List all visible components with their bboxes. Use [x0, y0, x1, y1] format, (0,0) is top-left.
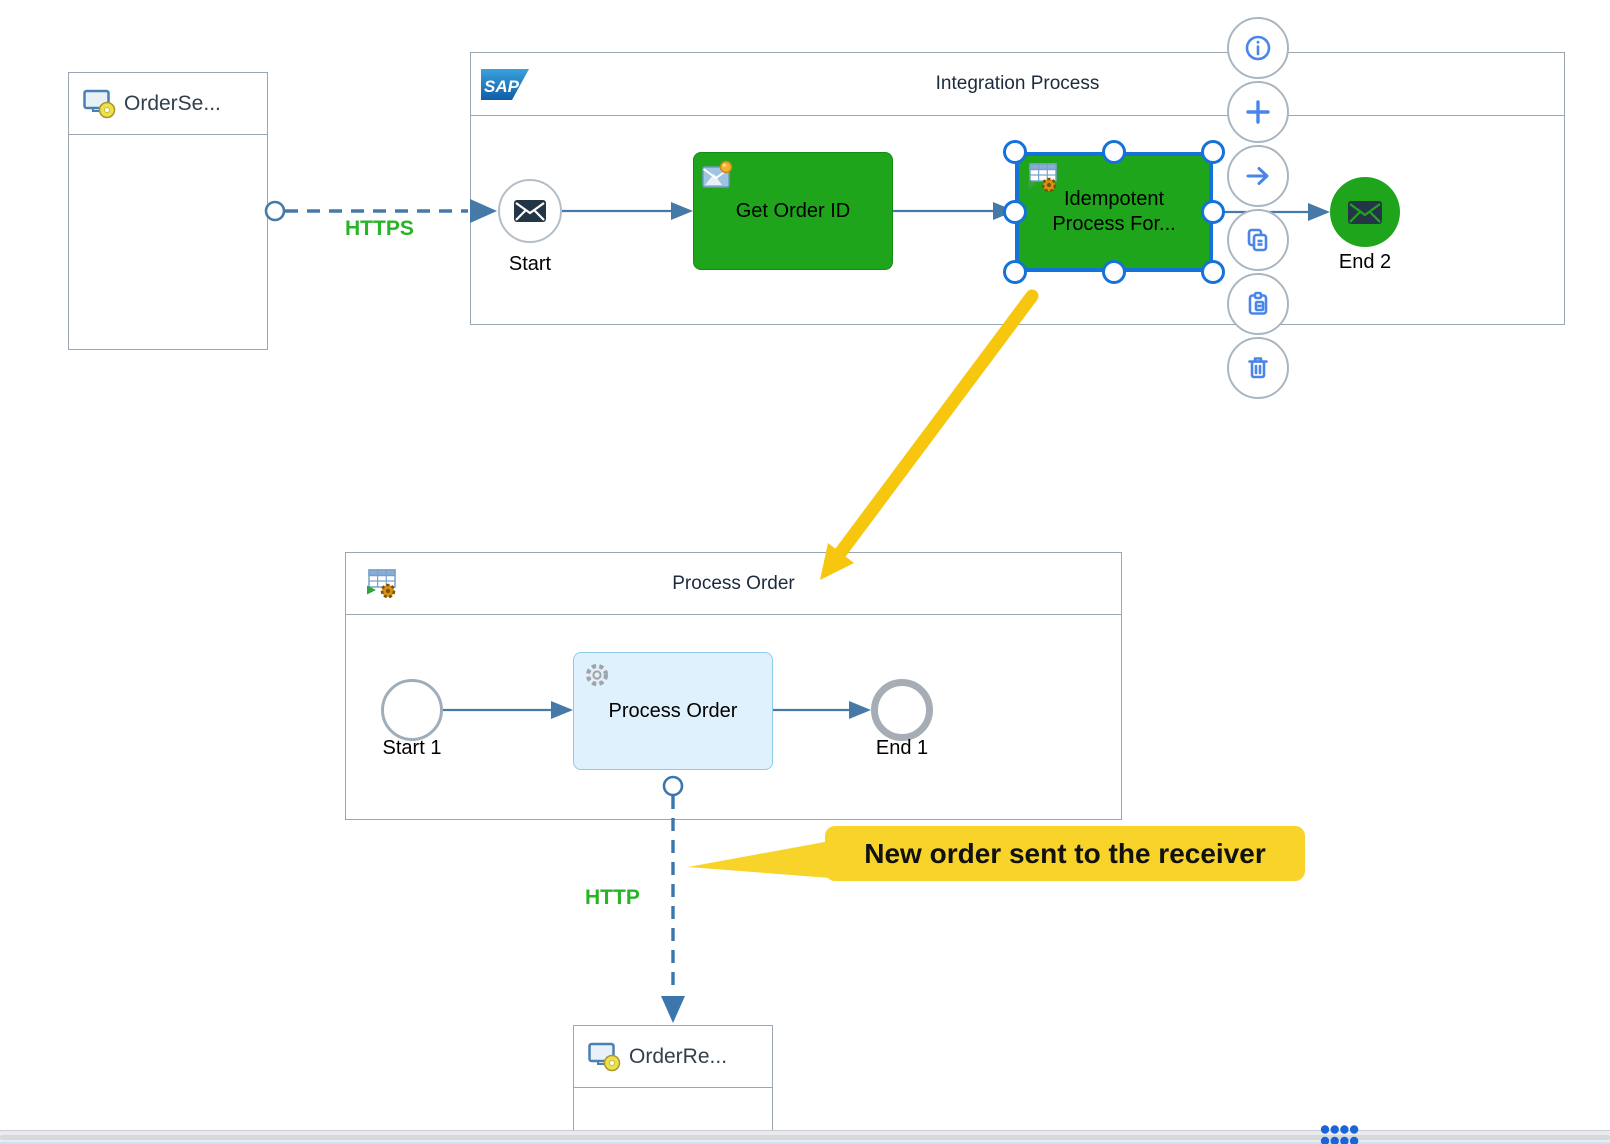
paste-button[interactable] [1227, 273, 1289, 335]
process-call-icon [366, 568, 398, 599]
annotation-callout: New order sent to the receiver [825, 826, 1305, 881]
info-icon [1243, 33, 1273, 63]
task-process-order-label: Process Order [608, 699, 738, 722]
receiver-header[interactable]: OrderRe... [574, 1026, 772, 1088]
process-order-title: Process Order [672, 572, 795, 594]
paste-icon [1243, 289, 1273, 319]
info-button[interactable] [1227, 17, 1289, 79]
gear-icon [582, 660, 612, 690]
sap-logo-text: SAP [484, 77, 520, 96]
process-call-icon [1027, 163, 1059, 193]
start-event[interactable] [498, 179, 562, 243]
start1-event-label: Start 1 [382, 737, 442, 759]
end1-event[interactable] [871, 679, 933, 741]
http-protocol-label: HTTP [585, 886, 640, 909]
trash-icon [1243, 353, 1273, 383]
integration-process-header[interactable]: SAP Integration Process [471, 53, 1564, 116]
sap-logo: SAP [481, 68, 529, 100]
task-get-order-id[interactable]: Get Order ID [693, 152, 893, 270]
callout-tail [688, 841, 830, 878]
connect-button[interactable] [1227, 145, 1289, 207]
end2-event[interactable] [1330, 177, 1400, 247]
system-receiver-icon [588, 1042, 622, 1072]
start-event-label: Start [508, 253, 552, 275]
receiver-label: OrderRe... [629, 1044, 728, 1068]
message-start-icon [513, 198, 547, 224]
horizontal-scrollbar-thumb[interactable] [0, 1135, 1610, 1140]
receiver-participant[interactable]: OrderRe... [573, 1025, 773, 1131]
task-process-order[interactable]: Process Order [573, 652, 773, 770]
delete-button[interactable] [1227, 337, 1289, 399]
task-idempotent-process[interactable]: Idempotent Process For... [1015, 152, 1213, 272]
message-end-icon [1347, 199, 1383, 226]
start1-event[interactable] [381, 679, 443, 741]
https-protocol-label: HTTPS [345, 217, 414, 240]
system-sender-icon [83, 89, 117, 119]
copy-button[interactable] [1227, 209, 1289, 271]
end2-event-label: End 2 [1338, 251, 1392, 273]
annotation-callout-text: New order sent to the receiver [864, 837, 1266, 869]
sender-participant[interactable]: OrderSe... [68, 72, 268, 350]
task-get-order-id-label: Get Order ID [735, 199, 851, 222]
sender-header[interactable]: OrderSe... [69, 73, 267, 135]
arrow-right-icon [1243, 161, 1273, 191]
canvas-bottom-edge [0, 1142, 1610, 1144]
content-enricher-icon [702, 160, 734, 190]
copy-icon [1243, 225, 1273, 255]
sender-label: OrderSe... [124, 91, 221, 115]
end1-event-label: End 1 [875, 737, 929, 759]
integration-process-title: Integration Process [935, 73, 1100, 94]
plus-icon [1243, 97, 1273, 127]
add-button[interactable] [1227, 81, 1289, 143]
process-order-header[interactable]: Process Order [346, 553, 1121, 615]
task-idempotent-process-label: Idempotent Process For... [1052, 188, 1176, 235]
process-order-pool[interactable]: Process Order [345, 552, 1122, 820]
annotation-arrow [820, 289, 1039, 580]
horizontal-scrollbar[interactable] [0, 1130, 1610, 1144]
